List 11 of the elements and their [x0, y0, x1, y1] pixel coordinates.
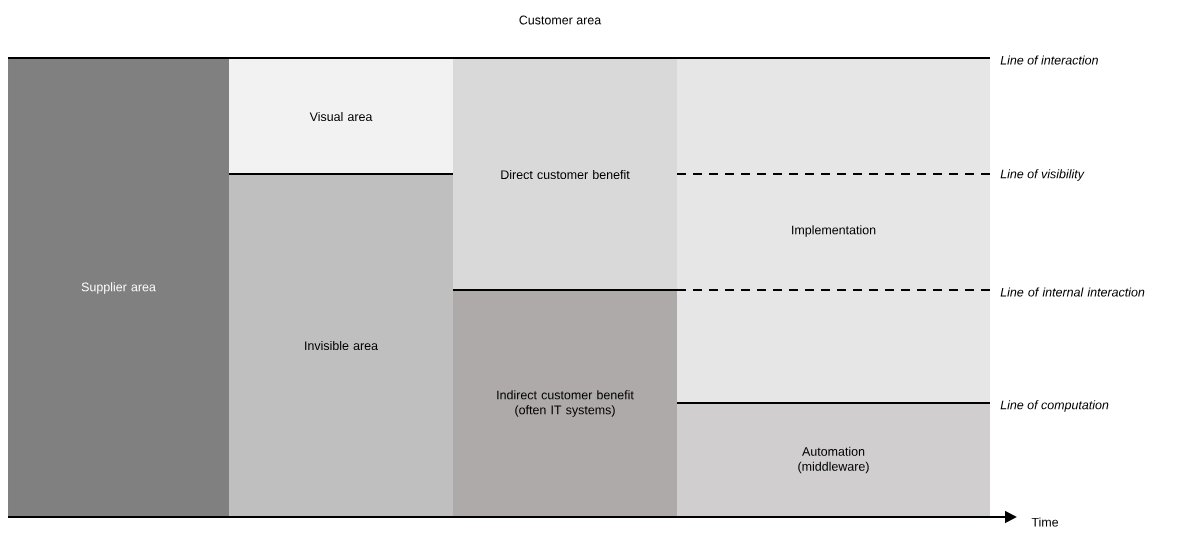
- region-label: Customer area: [519, 15, 602, 25]
- area-band: Automation (middleware): [677, 403, 990, 517]
- axis-label: Time: [1031, 517, 1059, 527]
- area-band: Supplier area: [8, 59, 229, 517]
- line-label: Line of interaction: [1000, 55, 1098, 65]
- line-label: Line of computation: [1000, 400, 1109, 412]
- area-band: Direct customer benefit: [453, 59, 677, 290]
- area-band: Implementation: [677, 59, 990, 403]
- area-band: Indirect customer benefit (often IT systems): [453, 290, 677, 517]
- area-band: Visual area: [229, 59, 453, 174]
- area-band: Invisible area: [229, 174, 453, 517]
